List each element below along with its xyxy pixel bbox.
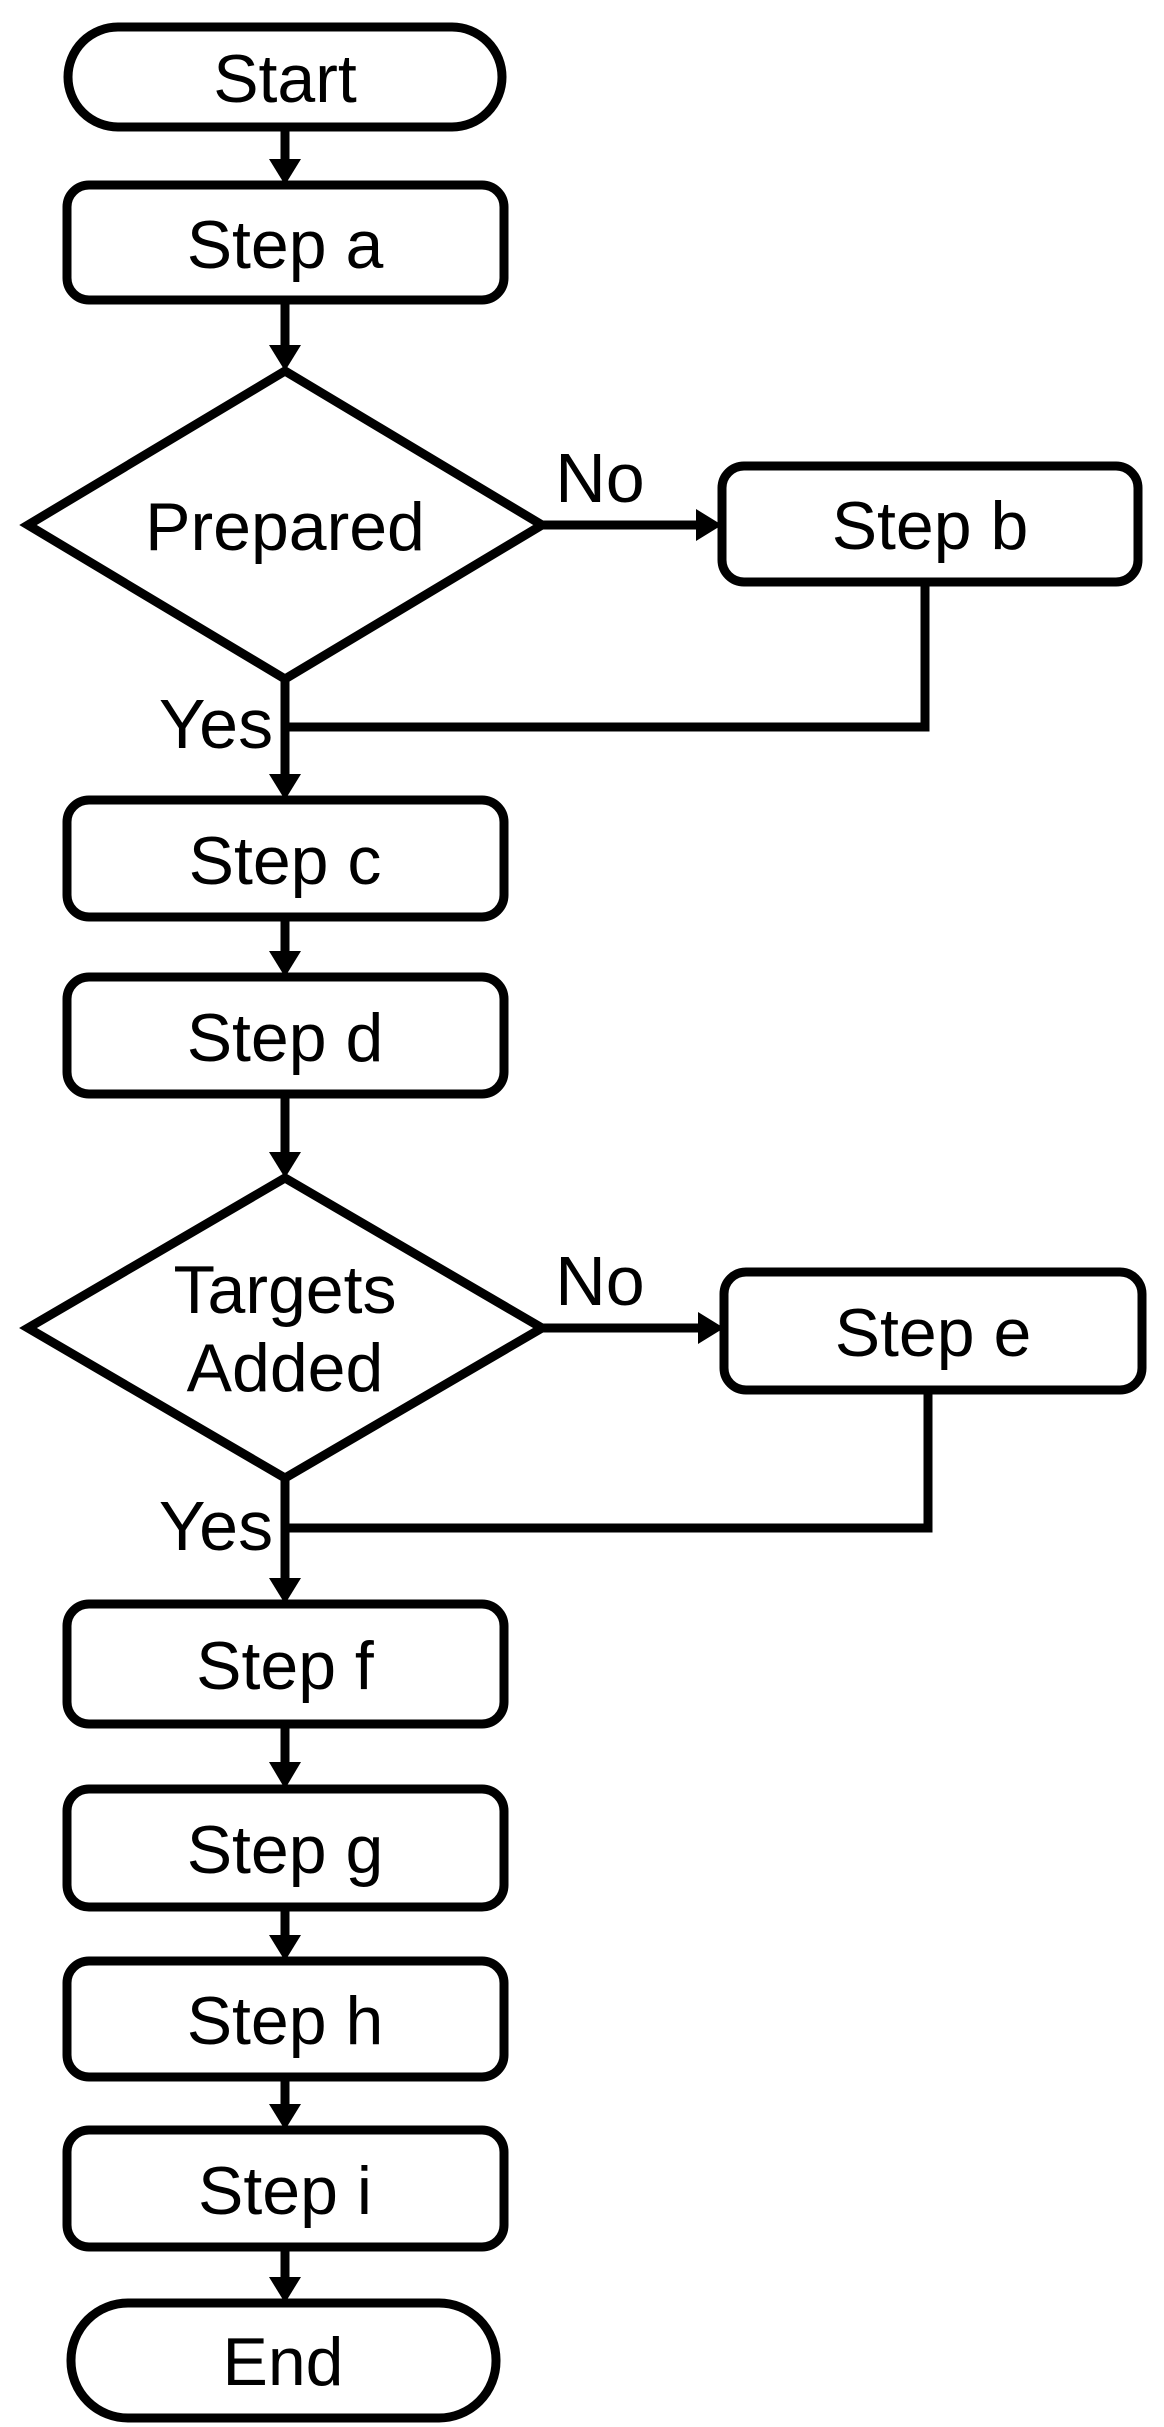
- node-end: End: [66, 2298, 501, 2423]
- arrowhead-step-a-to-prepared: [269, 345, 301, 371]
- process-shape: [62, 795, 509, 922]
- node-step-e: Step e: [719, 1267, 1147, 1395]
- arrowhead-step-i-to-end: [269, 2277, 301, 2303]
- node-label: Step e: [835, 1295, 1032, 1371]
- node-step-c: Step c: [62, 795, 509, 922]
- arrowhead-step-h-to-step-i: [269, 2104, 301, 2130]
- process-shape: [62, 180, 509, 305]
- node-label: Step b: [832, 488, 1029, 564]
- connector-step-e-to-yes-junction: [281, 1390, 933, 1533]
- node-step-a: Step a: [62, 180, 509, 305]
- edge-label-prepared-yes: Yes: [159, 685, 273, 763]
- arrowhead-yes-to-step-c: [269, 774, 301, 800]
- arrowhead-no-to-step-b: [696, 509, 722, 541]
- arrowhead-step-d-to-targets-added: [269, 1152, 301, 1178]
- process-shape: [62, 2125, 509, 2252]
- node-step-d: Step d: [62, 972, 509, 1099]
- arrowhead-step-f-to-step-g: [269, 1762, 301, 1789]
- connector-step-b-to-yes-junction: [281, 582, 930, 732]
- process-shape: [719, 1267, 1147, 1395]
- connectors: [280, 127, 933, 2281]
- process-shape: [62, 1956, 509, 2082]
- node-label: Step a: [187, 207, 384, 283]
- arrowhead-step-c-to-step-d: [269, 951, 301, 977]
- node-label: Step f: [196, 1628, 374, 1704]
- arrowhead-no-to-step-e: [698, 1312, 724, 1344]
- node-step-f: Step f: [62, 1599, 509, 1729]
- decision-shape: [19, 365, 551, 685]
- node-step-i: Step i: [62, 2125, 509, 2252]
- node-prepared: Prepared: [19, 365, 551, 685]
- terminator-shape: [63, 22, 507, 132]
- edge-label-prepared-no: No: [555, 439, 644, 517]
- decision-shape: [19, 1172, 551, 1484]
- node-targets-added: Targets Added: [19, 1172, 551, 1484]
- node-step-h: Step h: [62, 1956, 509, 2082]
- node-step-g: Step g: [62, 1784, 509, 1912]
- arrowhead-start-to-step-a: [269, 159, 301, 185]
- process-shape: [62, 1599, 509, 1729]
- node-label: Start: [213, 41, 357, 117]
- node-label: Step c: [189, 823, 382, 899]
- edge-label-targets-added-yes: Yes: [159, 1487, 273, 1565]
- node-label-line-2: Added: [187, 1330, 384, 1406]
- arrowhead-step-g-to-step-h: [269, 1935, 301, 1961]
- node-step-b: Step b: [717, 461, 1143, 587]
- edge-labels: No Yes No Yes: [159, 439, 645, 1565]
- node-label: Step g: [187, 1812, 384, 1888]
- node-start: Start: [63, 22, 507, 132]
- node-label: Step h: [187, 1983, 384, 2059]
- edge-label-targets-added-no: No: [555, 1242, 644, 1320]
- process-shape: [62, 972, 509, 1099]
- node-label: Prepared: [145, 489, 425, 565]
- arrowhead-yes-to-step-f: [269, 1578, 301, 1604]
- terminator-shape: [66, 2298, 501, 2423]
- process-shape: [717, 461, 1143, 587]
- node-label: Step d: [187, 1000, 384, 1076]
- node-label: End: [223, 2324, 344, 2400]
- node-label: Step i: [198, 2153, 372, 2229]
- arrowheads: [269, 159, 724, 2303]
- process-shape: [62, 1784, 509, 1912]
- node-label-line-1: Targets: [174, 1252, 397, 1328]
